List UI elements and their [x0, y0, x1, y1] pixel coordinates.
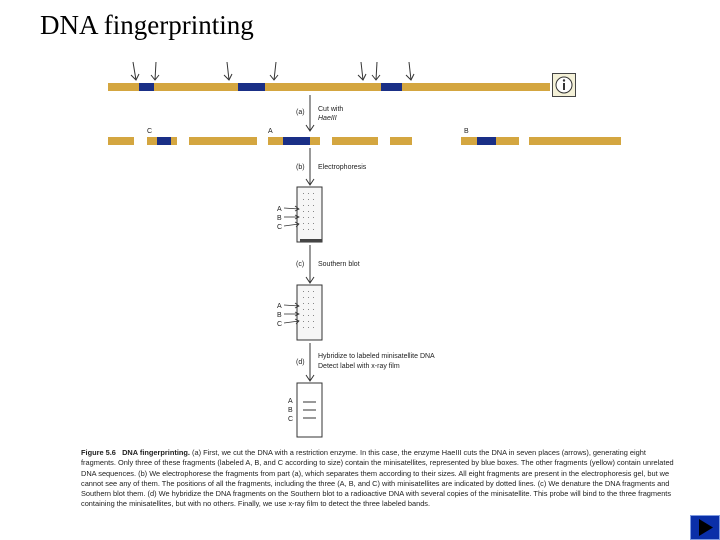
fragment [108, 137, 134, 145]
fragment [529, 137, 621, 145]
restriction-cut-arrows [130, 61, 415, 81]
step-b-text: Electrophoresis [318, 164, 367, 171]
electrophoresis-gel [296, 186, 323, 243]
minisatellite-box [381, 83, 402, 91]
fragment [332, 137, 378, 145]
step-a-text-2: HaeIII [318, 115, 337, 122]
slide-title: DNA fingerprinting [40, 10, 254, 40]
step-a-label: (a) [296, 109, 305, 116]
info-button[interactable] [552, 73, 576, 97]
blot-lane-label-c: C [277, 321, 282, 328]
step-d-label: (d) [296, 359, 305, 366]
whole-dna-strand [108, 83, 550, 91]
step-c-text: Southern blot [318, 261, 360, 268]
caption-body: (a) First, we cut the DNA with a restric… [81, 448, 674, 509]
fragment-label-a: A [268, 128, 273, 135]
figure-caption: Figure 5.6 DNA fingerprinting. (a) First… [81, 448, 681, 510]
info-icon [555, 76, 573, 94]
next-arrow-icon [699, 519, 713, 536]
caption-heading: DNA fingerprinting. [122, 448, 190, 457]
film-lane-label-c: C [288, 416, 293, 423]
gel-lane-label-b: B [277, 215, 282, 222]
gel-lane-label-c: C [277, 224, 282, 231]
film-lane-label-b: B [288, 407, 293, 414]
step-d-text-2: Detect label with x-ray film [318, 363, 400, 370]
fragment [390, 137, 412, 145]
step-d-text-1: Hybridize to labeled minisatellite DNA [318, 353, 435, 360]
film-lane-label-a: A [288, 398, 293, 405]
minisatellite-box [477, 137, 496, 145]
gel-lane-label-a: A [277, 206, 282, 213]
fragment-label-c: C [147, 128, 152, 135]
blot-lane-label-a: A [277, 303, 282, 310]
blot-lane-label-b: B [277, 312, 282, 319]
x-ray-film [296, 382, 323, 438]
next-slide-button[interactable] [690, 515, 720, 540]
step-c-label: (c) [296, 261, 304, 268]
fragment-label-b: B [464, 128, 469, 135]
southern-blot [296, 284, 323, 341]
minisatellite-box [139, 83, 154, 91]
dna-fragments [108, 137, 621, 145]
fragment [189, 137, 257, 145]
minisatellite-box [283, 137, 310, 145]
caption-figure-number: Figure 5.6 [81, 448, 116, 457]
step-b-label: (b) [296, 164, 305, 171]
step-a-text-1: Cut with [318, 106, 343, 113]
minisatellite-box [157, 137, 171, 145]
minisatellite-box [238, 83, 265, 91]
